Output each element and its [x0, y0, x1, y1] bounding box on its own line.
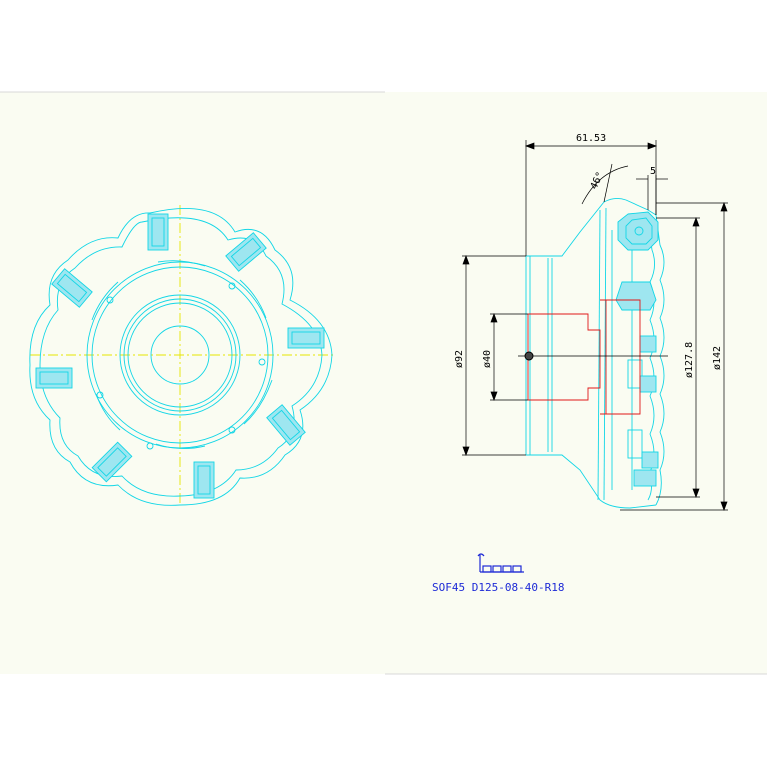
cutter-body-outline: [29, 207, 333, 506]
dim-insert-width: 5: [650, 166, 656, 177]
insert-top-right: [225, 232, 267, 272]
dim-bore-diameter: ø40: [482, 350, 493, 368]
insert-lower-right: [266, 404, 306, 446]
dimension-lines: [462, 140, 728, 511]
dim-effective-diameter: ø127.8: [684, 342, 695, 378]
part-number-title: SOF45 D125-08-40-R18: [432, 581, 564, 594]
side-view-insert: [615, 211, 659, 469]
dim-outer-diameter: ø142: [712, 346, 723, 370]
insert-upper-left: [51, 268, 93, 308]
insert-top: [147, 213, 169, 251]
body-profile: [597, 209, 601, 501]
side-view-panel: [385, 92, 767, 674]
insert-right: [287, 327, 325, 349]
insert-lower-left: [91, 441, 133, 483]
hub-ring: [119, 294, 241, 416]
front-view-inserts: [35, 213, 325, 499]
hub-outline: [526, 197, 657, 257]
outer-ring: [86, 261, 274, 449]
dim-overall-length: 61.53: [576, 133, 606, 144]
iscar-logo: [477, 553, 524, 573]
datum-point: [524, 351, 534, 361]
dim-hub-diameter: ø92: [454, 350, 465, 368]
front-view: [29, 205, 335, 506]
insert-left: [35, 367, 73, 389]
bore-circle: [150, 325, 210, 385]
insert-bottom: [193, 461, 215, 499]
